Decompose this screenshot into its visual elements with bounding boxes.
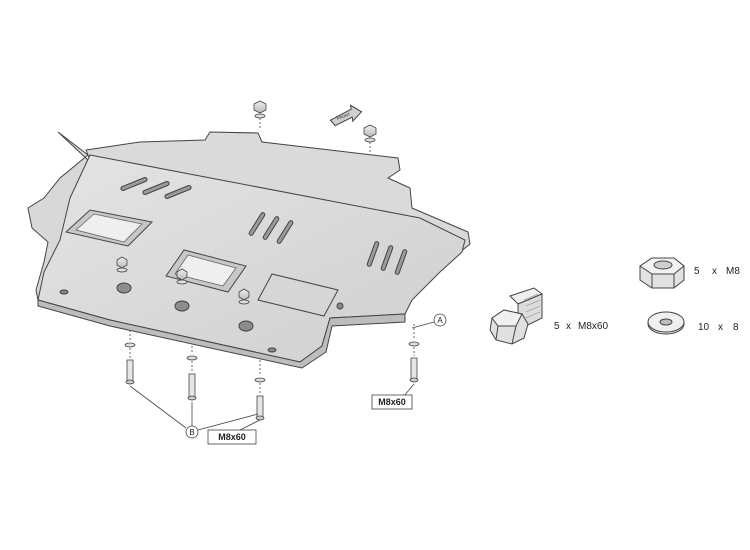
vent-slots-3: [366, 241, 408, 275]
legend-nut-qty: 5: [694, 266, 700, 277]
bolt-a: [408, 324, 420, 383]
legend-washer: 10 x 8: [647, 311, 739, 335]
plate-nut-3: [238, 288, 250, 305]
plate-front-edge: [37, 299, 406, 369]
vent-slots-2: [248, 212, 294, 244]
legend-nut-x: x: [712, 266, 717, 277]
legend-washer-size: 8: [733, 322, 739, 333]
callout-b: B: [129, 385, 259, 439]
legend-bolt: 5 x M8x60: [489, 287, 608, 345]
front-arrow-text: FRONT: [336, 111, 351, 121]
emboss-pocket-1-inner: [75, 213, 143, 243]
emboss-pocket-3: [257, 273, 339, 317]
bolt-size-left-text: M8x60: [218, 432, 246, 442]
bolt-b-1: [124, 330, 136, 385]
hex-bolt-icon: [489, 287, 543, 345]
small-hole-1: [59, 289, 69, 295]
top-nut-2: [363, 124, 377, 154]
bolt-b-2: [186, 346, 198, 401]
top-nut-1: [253, 100, 267, 128]
callout-a: A: [411, 313, 447, 329]
mount-hole-2: [174, 300, 190, 312]
small-hole-3: [336, 302, 344, 310]
front-arrow: FRONT: [329, 104, 363, 127]
plate-nut-1: [116, 256, 128, 273]
bolt-size-label-left: M8x60: [207, 419, 261, 445]
legend-bolt-qty: 5: [554, 321, 560, 332]
bolt-b-3: [254, 360, 266, 421]
callout-a-label: A: [437, 316, 443, 325]
bolt-size-label-right: M8x60: [371, 383, 415, 410]
callout-b-label: B: [189, 428, 194, 437]
mount-hole-1: [116, 282, 132, 294]
small-hole-2: [267, 347, 277, 353]
skid-plate: [27, 131, 471, 369]
legend-bolt-x: x: [566, 321, 571, 332]
bolt-size-right-text: M8x60: [378, 397, 406, 407]
legend-nut: 5 x M8: [639, 257, 740, 289]
hex-nut-icon: [639, 257, 685, 289]
plate-nut-2: [176, 268, 188, 285]
legend-washer-qty: 10: [698, 322, 710, 333]
mount-hole-3: [238, 320, 254, 332]
emboss-pocket-2-inner: [174, 254, 237, 287]
washer-icon: [647, 311, 685, 335]
vent-slots-1: [120, 177, 192, 199]
legend-bolt-size: M8x60: [578, 321, 608, 332]
legend-washer-x: x: [718, 322, 723, 333]
front-arrow-icon: [329, 104, 363, 127]
legend-nut-size: M8: [726, 266, 740, 277]
